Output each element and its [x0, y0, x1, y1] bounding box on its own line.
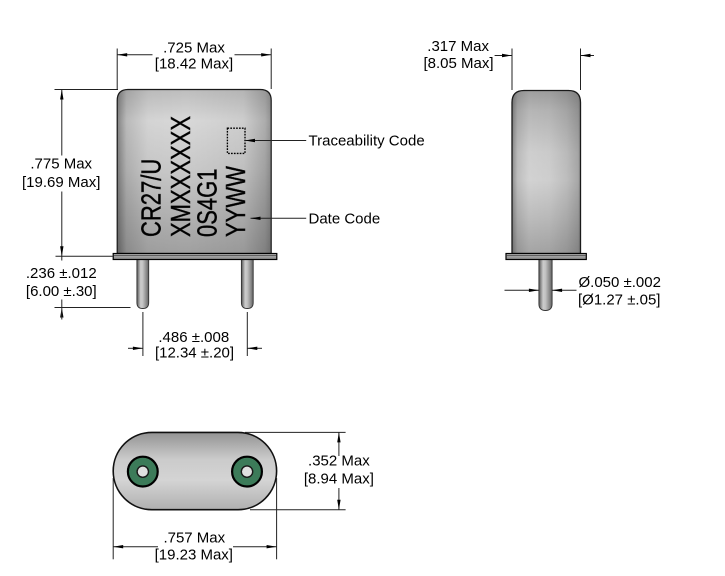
svg-text:[18.42 Max]: [18.42 Max]: [155, 56, 233, 73]
svg-text:[8.94 Max]: [8.94 Max]: [304, 471, 374, 488]
svg-text:.486 ±.008: .486 ±.008: [158, 329, 229, 346]
svg-text:[6.00 ±.30]: [6.00 ±.30]: [26, 283, 97, 300]
svg-text:0S4G1: 0S4G1: [192, 169, 223, 237]
svg-text:.236 ±.012: .236 ±.012: [26, 265, 97, 282]
svg-text:XMXXXXXX: XMXXXXXX: [166, 116, 197, 237]
svg-text:[19.23 Max]: [19.23 Max]: [155, 547, 233, 564]
svg-text:[12.34 ±.20]: [12.34 ±.20]: [155, 345, 234, 362]
svg-text:Traceability Code: Traceability Code: [309, 133, 425, 150]
svg-text:.757 Max: .757 Max: [163, 530, 225, 547]
svg-text:[19.69 Max]: [19.69 Max]: [22, 174, 100, 191]
svg-text:.352 Max: .352 Max: [308, 453, 370, 470]
svg-text:.317 Max: .317 Max: [427, 38, 489, 55]
svg-text:[Ø1.27 ±.05]: [Ø1.27 ±.05]: [578, 292, 660, 309]
svg-text:YYWW: YYWW: [221, 166, 252, 237]
svg-text:Ø.050 ±.002: Ø.050 ±.002: [579, 274, 661, 291]
svg-text:.775 Max: .775 Max: [30, 156, 92, 173]
svg-text:[8.05 Max]: [8.05 Max]: [423, 55, 493, 72]
svg-text:Date Code: Date Code: [309, 210, 381, 227]
svg-text:.725 Max: .725 Max: [163, 39, 225, 56]
svg-text:CR27/U: CR27/U: [136, 159, 167, 237]
